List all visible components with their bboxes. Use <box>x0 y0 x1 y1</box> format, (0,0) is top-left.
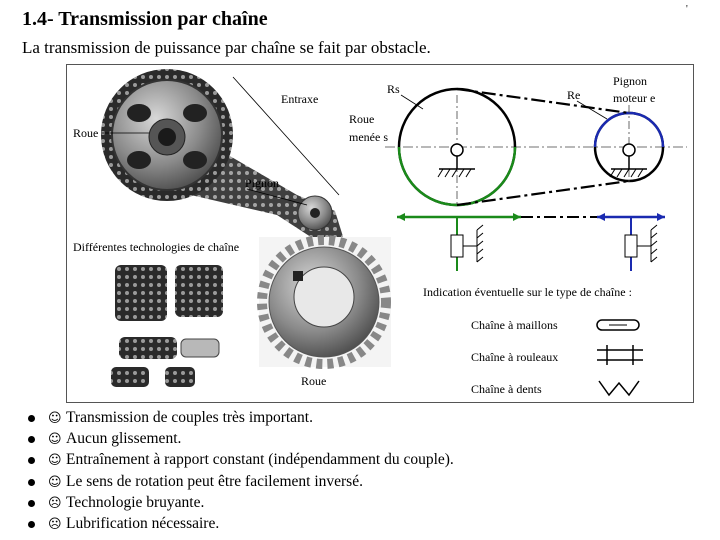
list-item: ☺Le sens de rotation peut être facilemen… <box>26 472 454 493</box>
slide-title: 1.4- Transmission par chaîne <box>22 8 268 31</box>
chain-figure-svg: Entraxe Roue Pignon Différentes technolo… <box>67 65 693 402</box>
sprocket-hole <box>183 104 207 122</box>
chain-sample <box>165 367 195 387</box>
rouleaux-symbol <box>597 345 643 365</box>
driving-bearing <box>625 235 637 257</box>
bullet-text: Technologie bruyante. <box>66 493 204 513</box>
smile-icon: ☺ <box>48 409 62 429</box>
chain-upper <box>457 89 629 113</box>
bullet-dot <box>28 415 35 422</box>
list-item: ☺Entraînement à rapport constant (indépe… <box>26 450 454 471</box>
bullet-dot <box>28 479 35 486</box>
bullet-text: Le sens de rotation peut être facilement… <box>66 472 363 492</box>
rs-label: Rs <box>387 82 400 96</box>
chain-type-label: Chaîne à rouleaux <box>471 350 558 364</box>
sprocket-bore <box>158 128 176 146</box>
slide-subtitle: La transmission de puissance par chaîne … <box>22 38 431 58</box>
entraxe-label: Entraxe <box>281 92 318 106</box>
chain-type-label: Chaîne à dents <box>471 382 542 396</box>
technologies-label: Différentes technologies de chaîne <box>73 240 239 254</box>
wheel-photo <box>259 237 391 367</box>
pinion-bore <box>310 208 320 218</box>
sprocket-hole <box>127 151 151 169</box>
list-item: ☹Technologie bruyante. <box>26 493 454 514</box>
indication-label: Indication éventuelle sur le type de cha… <box>423 285 632 299</box>
list-item: ☺Transmission de couples très important. <box>26 408 454 429</box>
smile-icon: ☺ <box>48 473 62 493</box>
pignon-moteur-label-2: moteur e <box>613 91 655 105</box>
ground-hatch <box>610 169 643 177</box>
chain-lower <box>457 181 629 205</box>
kinematic-schema <box>385 89 687 271</box>
dents-symbol <box>599 381 639 395</box>
chain-samples <box>111 265 223 387</box>
driven-pivot <box>451 144 463 156</box>
roue-menee-label-2: menée s <box>349 130 388 144</box>
chain-sample <box>175 265 223 317</box>
bullet-text: Transmission de couples très important. <box>66 408 313 428</box>
pignon-moteur-label: Pignon <box>613 74 647 88</box>
chain-sample <box>111 367 149 387</box>
chain-sample <box>115 265 167 321</box>
sprocket-hole <box>127 104 151 122</box>
roue-bottom-label: Roue <box>301 374 326 388</box>
chain-sample <box>181 339 219 357</box>
frown-icon: ☹ <box>48 494 62 514</box>
driven-bearing-ground <box>463 225 483 262</box>
driving-bearing-ground <box>637 225 657 262</box>
list-item: ☹Lubrification nécessaire. <box>26 514 454 535</box>
bullet-dot <box>28 436 35 443</box>
smile-icon: ☺ <box>48 430 62 450</box>
driving-pivot <box>623 144 635 156</box>
bullet-text: Lubrification nécessaire. <box>66 514 219 534</box>
bullet-dot <box>28 457 35 464</box>
chain-type-label: Chaîne à maillons <box>471 318 558 332</box>
bullet-dot <box>28 521 35 528</box>
driven-bearing <box>451 235 463 257</box>
frown-icon: ☹ <box>48 515 62 535</box>
advantages-list: ☺Transmission de couples très important.… <box>26 408 454 535</box>
re-label: Re <box>567 88 580 102</box>
ground-hatch <box>438 169 471 177</box>
pignon-label: Pignon <box>245 176 279 190</box>
bullet-text: Aucun glissement. <box>66 429 181 449</box>
re-leader <box>577 101 607 119</box>
sprocket-hole <box>183 151 207 169</box>
roue-label: Roue <box>73 126 98 140</box>
roue-menee-label: Roue <box>349 112 374 126</box>
chain-figure: Entraxe Roue Pignon Différentes technolo… <box>66 64 694 403</box>
wheel-keyway <box>293 271 303 281</box>
corner-mark: ' <box>686 4 688 15</box>
bullet-dot <box>28 500 35 507</box>
chain-sample <box>119 337 177 359</box>
bullet-text: Entraînement à rapport constant (indépen… <box>66 450 454 470</box>
smile-icon: ☺ <box>48 451 62 471</box>
list-item: ☺Aucun glissement. <box>26 429 454 450</box>
